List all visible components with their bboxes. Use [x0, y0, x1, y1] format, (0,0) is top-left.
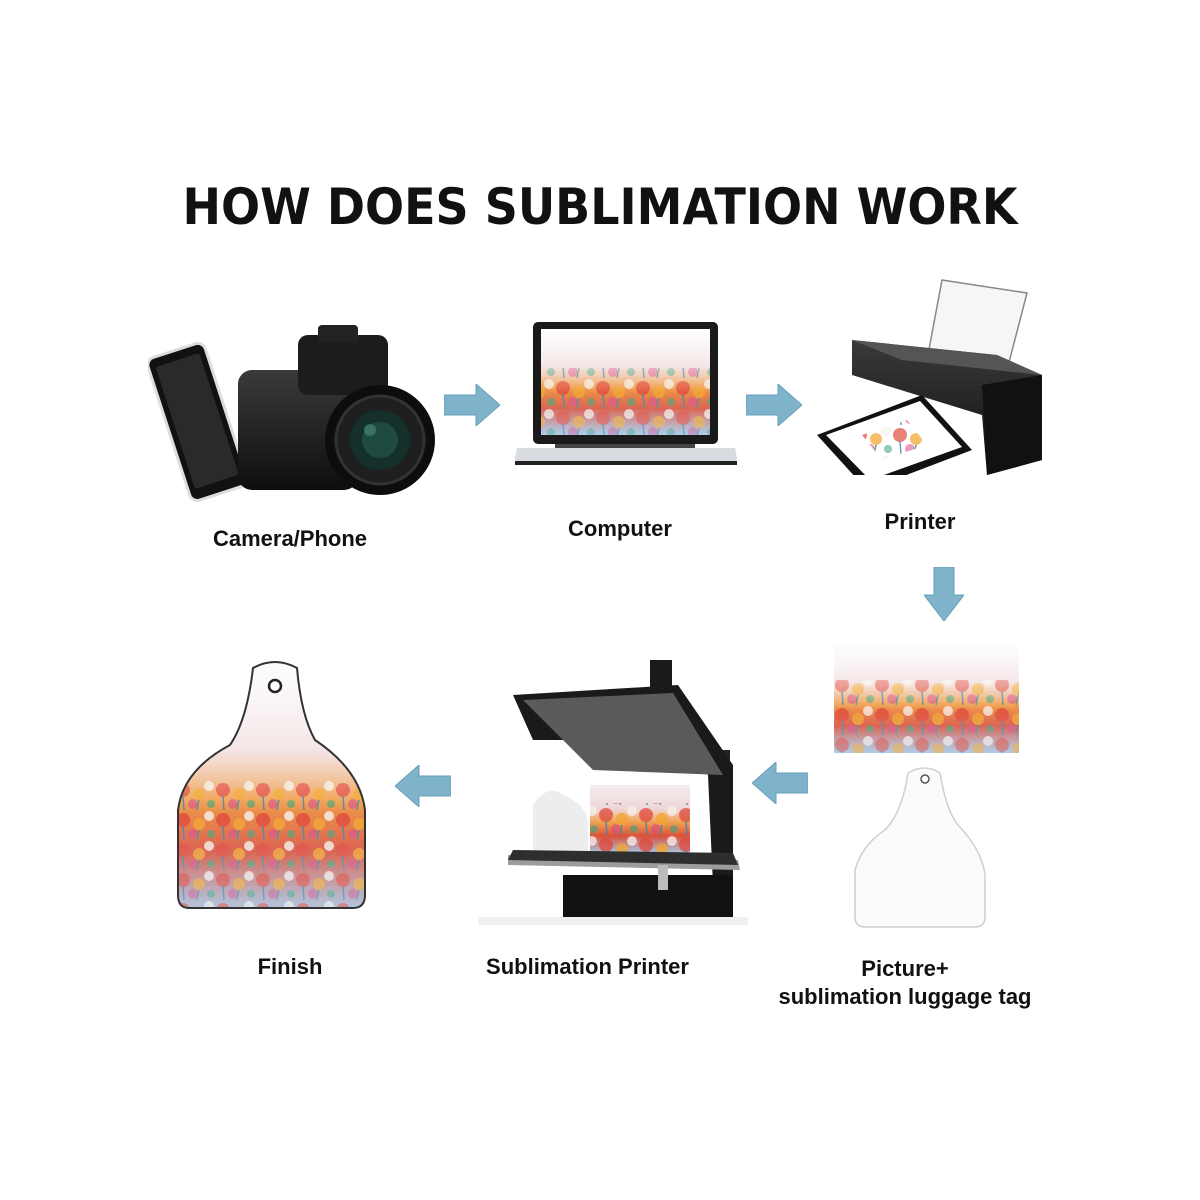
blank-tag-icon — [854, 767, 986, 928]
step-label-picture-line2: sublimation luggage tag — [778, 984, 1032, 1009]
step-label-computer: Computer — [568, 516, 672, 541]
camera-phone-icon — [148, 325, 435, 502]
step-label-camera-phone: Camera/Phone — [212, 526, 368, 551]
step-label-sublimation-printer: Sublimation Printer — [486, 954, 689, 979]
finished-tag-icon — [177, 661, 366, 909]
arrow-left-icon — [395, 765, 451, 807]
heat-press-icon — [478, 660, 748, 925]
arrow-right-icon — [746, 384, 802, 426]
arrow-right-icon — [444, 384, 500, 426]
step-label-picture-tag: Picture+ sublimation luggage tag — [740, 955, 1070, 1011]
laptop-icon — [515, 322, 737, 465]
step-label-finish: Finish — [257, 954, 323, 979]
step-label-picture-line1: Picture+ — [861, 956, 949, 981]
printer-icon — [817, 279, 1042, 475]
page-title: HOW DOES SUBLIMATION WORK — [182, 178, 1018, 236]
floral-picture-icon — [834, 645, 1019, 753]
arrow-down-icon — [924, 567, 964, 621]
step-label-printer: Printer — [884, 509, 956, 534]
arrow-left-icon — [752, 762, 808, 804]
